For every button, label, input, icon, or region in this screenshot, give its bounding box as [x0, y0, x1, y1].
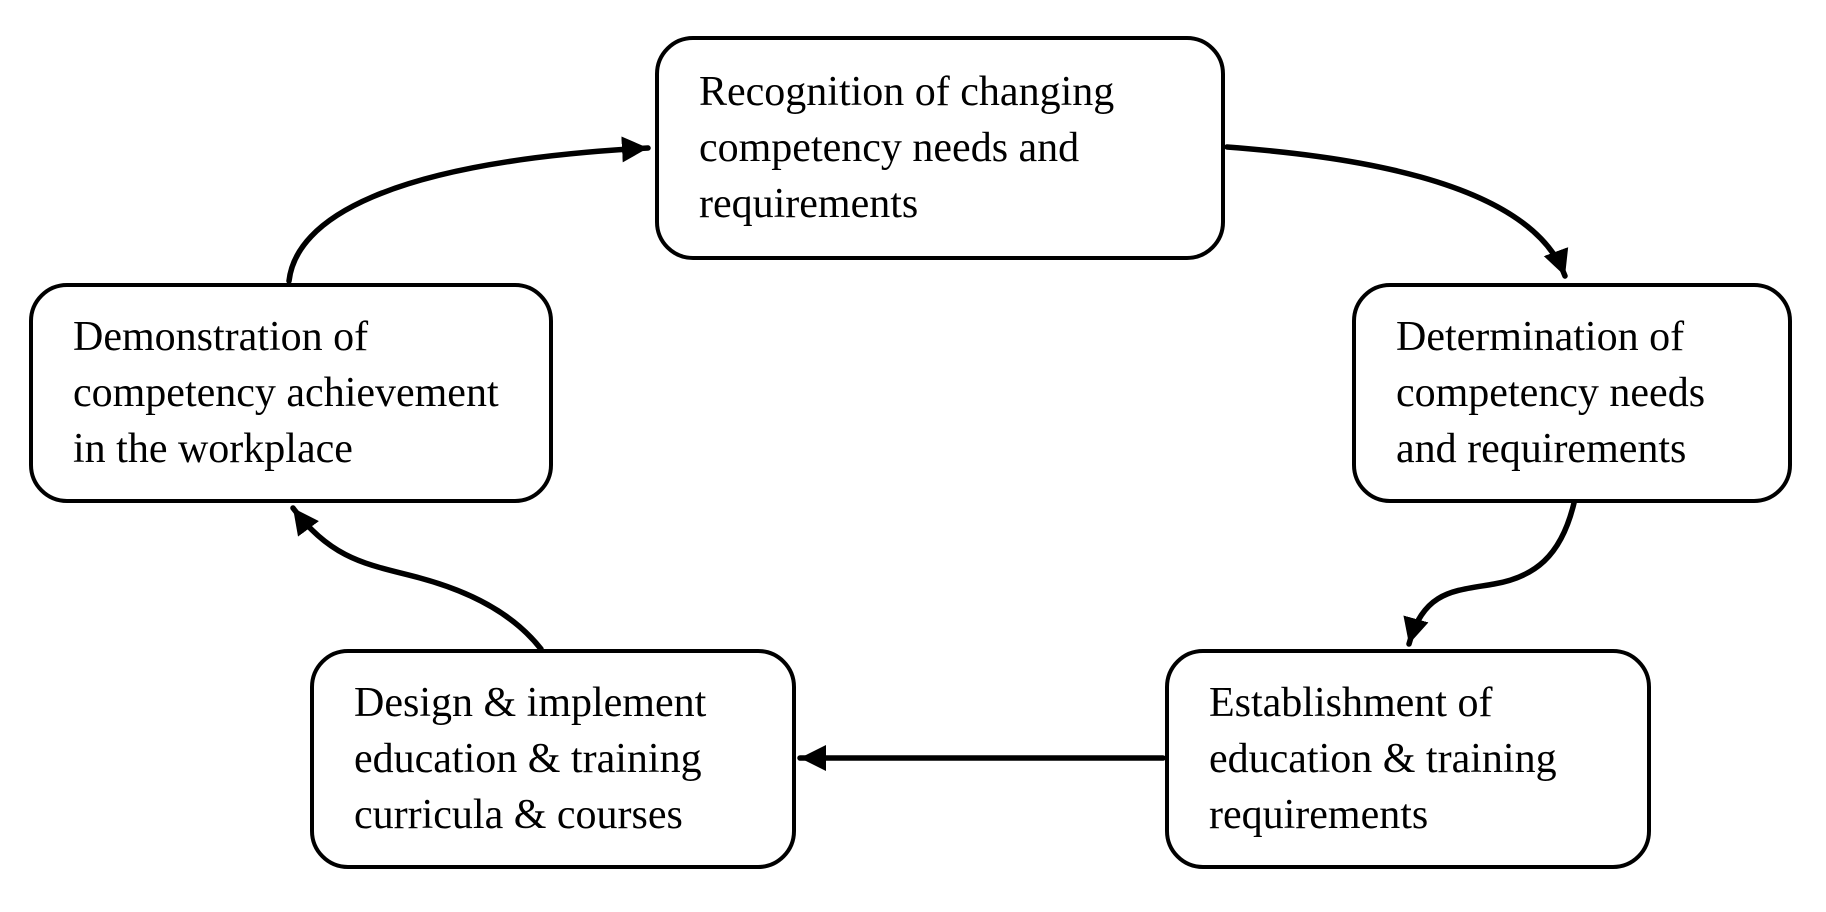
node-establishment-label: Establishment of education & training re…: [1209, 680, 1557, 838]
node-design: Design & implement education & training …: [310, 649, 796, 869]
node-determination-label: Determination of competency needs and re…: [1396, 314, 1706, 472]
node-determination: Determination of competency needs and re…: [1352, 283, 1792, 503]
node-establishment: Establishment of education & training re…: [1165, 649, 1651, 869]
edge-demonstration-to-recognition: [286, 136, 651, 284]
node-recognition: Recognition of changing competency needs…: [655, 36, 1225, 260]
edge-design-to-demonstration: [290, 505, 544, 652]
node-recognition-label: Recognition of changing competency needs…: [699, 69, 1115, 227]
node-design-label: Design & implement education & training …: [354, 680, 707, 838]
node-demonstration-label: Demonstration of competency achievement …: [73, 314, 499, 472]
edge-recognition-to-determination: [1224, 144, 1569, 279]
edge-determination-to-establishment: [1403, 500, 1577, 647]
node-demonstration: Demonstration of competency achievement …: [29, 283, 553, 503]
